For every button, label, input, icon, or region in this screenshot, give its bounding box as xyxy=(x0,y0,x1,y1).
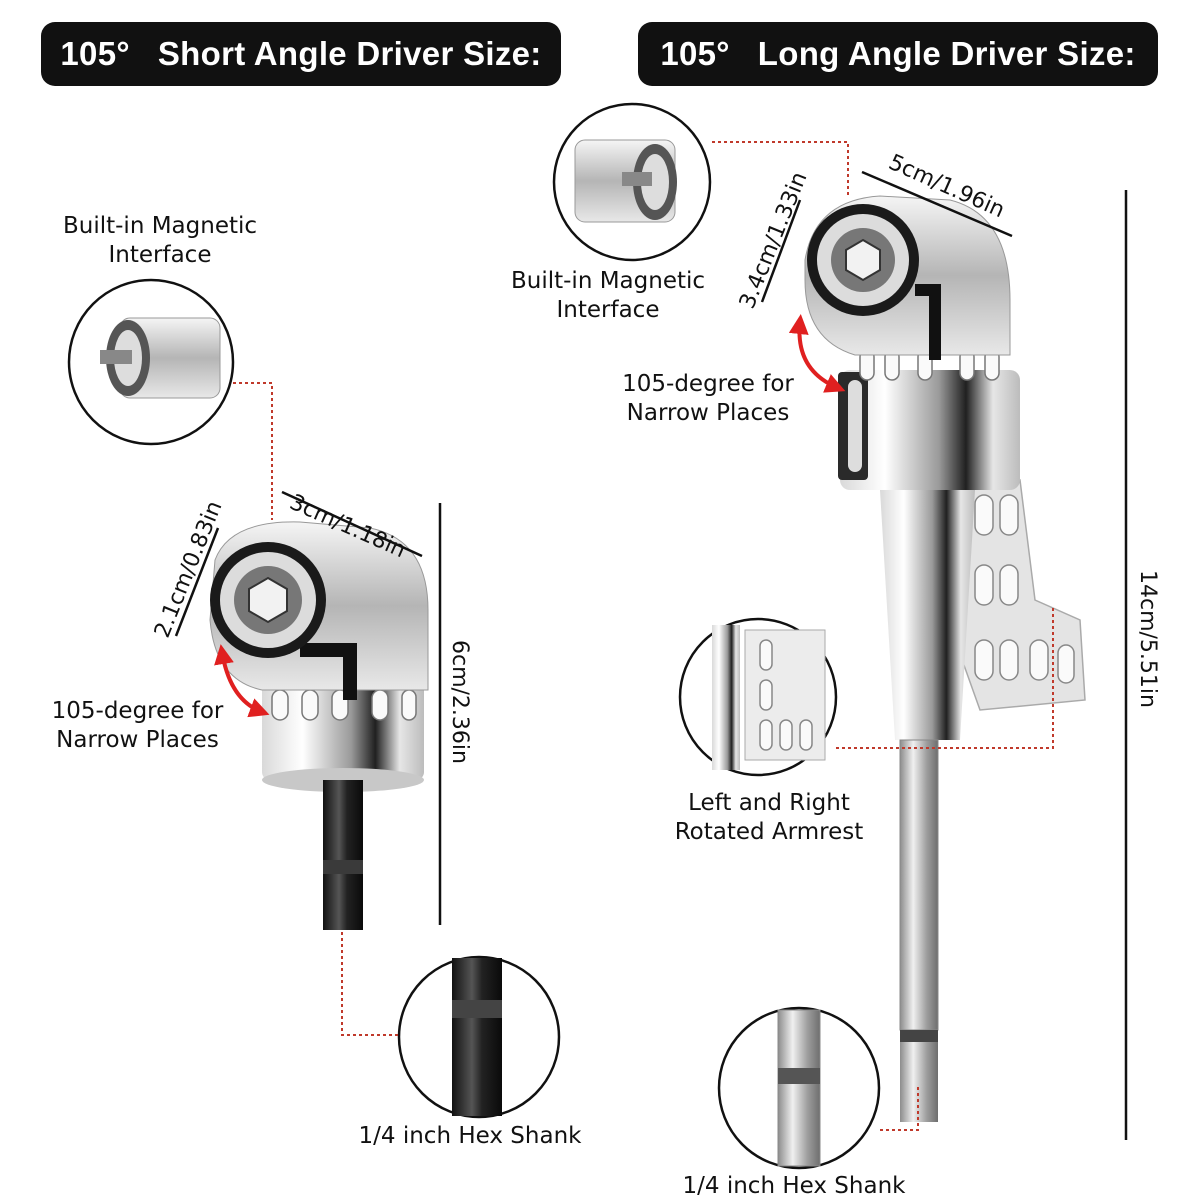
short-driver-header: 105° Short Angle Driver Size: xyxy=(41,22,561,86)
long-curved-arrow-icon xyxy=(788,314,846,393)
short-hex-shank-zoom xyxy=(397,955,561,1119)
long-hex-shank-zoom xyxy=(717,1006,881,1170)
short-shank-label: 1/4 inch Hex Shank xyxy=(358,1123,582,1149)
short-dim-height: 6cm/2.36in xyxy=(447,640,472,764)
long-angle-line1: 105-degree for xyxy=(622,371,794,397)
long-magnetic-zoom xyxy=(552,102,712,262)
long-angle-label: 105-degree for Narrow Places xyxy=(598,370,818,428)
short-angle-line1: 105-degree for xyxy=(51,698,224,724)
short-angle-line2: Narrow Places xyxy=(56,727,219,753)
long-armrest-label: Left and Right Rotated Armrest xyxy=(650,789,888,847)
long-magnetic-label: Built-in Magnetic Interface xyxy=(490,267,726,325)
long-armrest-zoom xyxy=(678,617,838,777)
long-magnetic-line1: Built-in Magnetic xyxy=(510,268,706,294)
short-magnetic-line1: Built-in Magnetic xyxy=(62,213,258,239)
short-header-degree: 105° xyxy=(60,35,130,72)
long-header-title: Long Angle Driver Size: xyxy=(757,35,1136,72)
long-driver-header: 105° Long Angle Driver Size: xyxy=(638,22,1158,86)
long-driver-body xyxy=(804,195,1086,1122)
long-magnetic-line2: Interface xyxy=(556,297,660,323)
short-driver-body xyxy=(209,521,429,930)
long-armrest-line2: Rotated Armrest xyxy=(674,819,864,845)
short-curved-arrow-icon xyxy=(214,644,270,718)
long-angle-line2: Narrow Places xyxy=(626,400,790,426)
long-header-degree: 105° xyxy=(660,35,730,72)
long-shank-label: 1/4 inch Hex Shank xyxy=(682,1173,906,1199)
long-armrest-line1: Left and Right xyxy=(688,790,850,816)
long-dim-height: 14cm/5.51in xyxy=(1135,570,1160,708)
short-magnetic-label: Built-in Magnetic Interface xyxy=(40,212,280,270)
short-angle-label: 105-degree for Narrow Places xyxy=(30,697,245,755)
short-magnetic-line2: Interface xyxy=(108,242,212,268)
short-header-title: Short Angle Driver Size: xyxy=(157,35,542,72)
short-magnetic-zoom xyxy=(67,278,235,446)
